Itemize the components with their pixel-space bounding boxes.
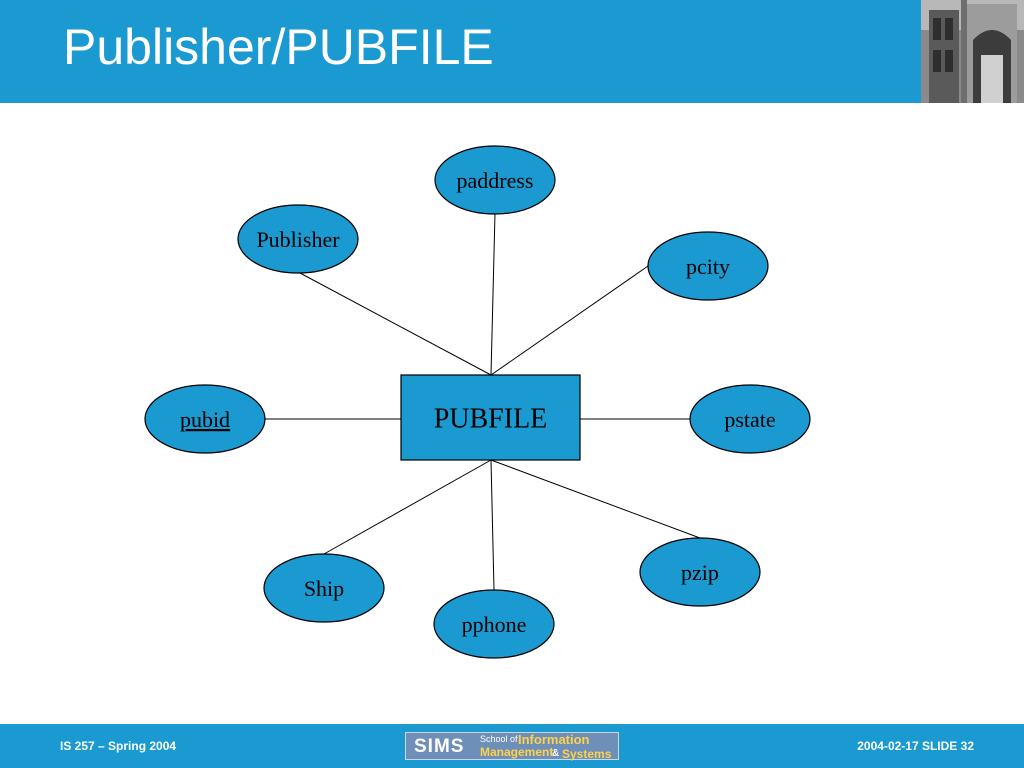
connector-pcity [490,265,649,376]
slide-title: Publisher/PUBFILE [63,19,494,75]
logo-management: Management [480,745,554,759]
attribute-publisher-label: Publisher [256,227,340,252]
footer-slide-number: 2004-02-17 SLIDE 32 [857,739,974,753]
attribute-publisher-ellipse [237,204,359,274]
attribute-ship-label: Ship [304,576,344,601]
entity-pubfile-label: PUBFILE [434,404,548,435]
attribute-pstate-ellipse [689,384,811,454]
connector-ship [323,459,492,555]
attribute-pzip-ellipse [639,537,761,607]
logo-systems: Systems [562,747,612,761]
attribute-pcity-ellipse [647,231,769,301]
footer-course: IS 257 – Spring 2004 [60,739,177,753]
footer-bar: IS 257 – Spring 2004 SIMS School of Info… [0,724,1024,768]
attribute-pstate-label: pstate [724,407,775,432]
attribute-pphone-ellipse [433,589,555,659]
attribute-pzip-label: pzip [681,560,719,585]
attribute-pcity-label: pcity [686,254,730,279]
connector-paddress [490,212,496,376]
connector-publisher [299,272,492,376]
attribute-paddress-label: paddress [457,168,534,193]
connector-pzip [490,459,701,539]
campus-photo [921,0,1024,103]
header-bar: Publisher/PUBFILE [0,0,1024,103]
sims-logo: SIMS School of Information Management & … [405,732,619,761]
attribute-paddress-ellipse [434,145,556,215]
attribute-pphone-label: pphone [462,612,527,637]
attribute-pubid-label: pubid [180,407,230,432]
logo-school-of: School of [480,734,518,744]
attribute-pubid-ellipse [144,384,266,454]
attribute-ship-ellipse [263,553,385,623]
logo-ampersand: & [552,748,560,759]
logo-sims-text: SIMS [414,736,465,757]
logo-information: Information [518,732,590,747]
entity-pubfile-box [400,374,581,461]
connector-pphone [490,459,495,591]
